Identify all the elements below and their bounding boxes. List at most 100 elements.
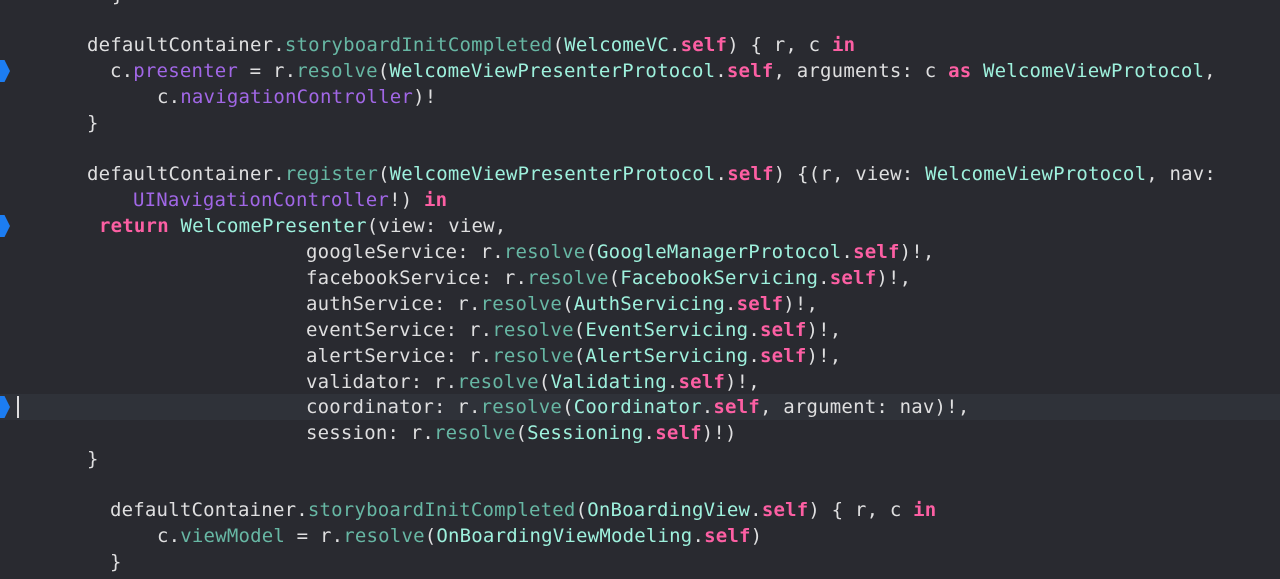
code-token: } <box>87 448 99 470</box>
code-token: . <box>643 422 656 444</box>
code-token: . <box>666 371 679 393</box>
code-token: , nav: <box>1146 163 1217 185</box>
code-line-content: session: r.resolve(Sessioning.self)!) <box>306 420 737 446</box>
code-token: FacebookServicing <box>620 267 819 289</box>
code-line[interactable]: c.navigationController)! <box>0 84 1280 110</box>
code-token: Validating <box>550 371 667 393</box>
code-line[interactable]: } <box>0 549 1280 575</box>
code-token: in <box>913 499 937 521</box>
code-line-content: c.viewModel = r.resolve(OnBoardingViewMo… <box>157 523 762 549</box>
code-token: )!, <box>806 319 842 341</box>
code-token: return <box>99 215 169 237</box>
code-token: self <box>726 60 774 82</box>
code-line[interactable]: c.viewModel = r.resolve(OnBoardingViewMo… <box>0 523 1280 549</box>
code-line[interactable]: googleService: r.resolve(GoogleManagerPr… <box>0 239 1280 265</box>
code-token: . <box>841 241 854 263</box>
breakpoint-icon[interactable] <box>0 60 10 82</box>
code-token: authService: r. <box>306 293 481 315</box>
code-token: self <box>680 34 728 56</box>
code-token: ( <box>575 499 588 521</box>
code-line[interactable]: validator: r.resolve(Validating.self)!, <box>0 369 1280 395</box>
code-token: ( <box>378 163 390 185</box>
code-line[interactable]: defaultContainer.register(WelcomeViewPre… <box>0 161 1280 187</box>
code-line-content: return WelcomePresenter(view: view, <box>99 213 506 239</box>
code-token: resolve <box>434 422 516 444</box>
code-token: AuthServicing <box>573 293 726 315</box>
code-token: . <box>692 525 705 547</box>
code-token: )!, <box>876 267 912 289</box>
code-token: ) { r, c <box>727 34 832 56</box>
code-line[interactable]: c.presenter = r.resolve(WelcomeViewPrese… <box>0 58 1280 84</box>
code-token: . <box>273 34 285 56</box>
code-line[interactable]: facebookService: r.resolve(FacebookServi… <box>0 265 1280 291</box>
code-line[interactable] <box>0 136 1280 162</box>
text-cursor <box>17 396 19 418</box>
code-token: . <box>715 163 728 185</box>
code-token: self <box>853 241 900 263</box>
code-token: } <box>110 551 122 573</box>
code-token: GoogleManagerProtocol <box>597 241 842 263</box>
code-line[interactable]: alertService: r.resolve(AlertServicing.s… <box>0 343 1280 369</box>
code-line[interactable]: defaultContainer.storyboardInitCompleted… <box>0 497 1280 523</box>
code-token: . <box>715 60 727 82</box>
code-line-content: c.presenter = r.resolve(WelcomeViewPrese… <box>110 58 1216 84</box>
code-token: !) <box>389 189 424 211</box>
code-token: ( <box>573 345 586 367</box>
breakpoint-icon[interactable] <box>0 215 10 237</box>
code-token <box>971 60 983 82</box>
closing-brace-fragment: } <box>112 0 123 6</box>
code-token: ( <box>585 241 597 263</box>
code-line-content: defaultContainer.storyboardInitCompleted… <box>87 32 855 58</box>
code-token: validator: r. <box>306 371 458 393</box>
code-token: = r. <box>238 60 297 82</box>
code-token: . <box>296 499 308 521</box>
code-line[interactable]: } <box>0 110 1280 136</box>
code-token: , arguments: c <box>773 60 949 82</box>
code-token: defaultContainer <box>87 163 274 185</box>
code-line[interactable]: defaultContainer.storyboardInitCompleted… <box>0 32 1280 58</box>
code-token: facebookService: r. <box>306 267 528 289</box>
code-token: self <box>759 345 807 367</box>
code-token: ( <box>562 396 574 418</box>
code-token: defaultContainer <box>87 34 274 56</box>
code-token: . <box>818 267 830 289</box>
code-line-content: eventService: r.resolve(EventServicing.s… <box>306 317 841 343</box>
code-line-content: UINavigationController!) in <box>133 187 447 213</box>
code-token: . <box>750 499 762 521</box>
code-token: storyboardInitCompleted <box>307 499 576 521</box>
code-token: resolve <box>480 293 563 315</box>
code-line-content: coordinator: r.resolve(Coordinator.self,… <box>306 394 969 420</box>
code-token: ( <box>573 319 586 341</box>
code-token: resolve <box>527 267 609 289</box>
code-token: self <box>713 396 760 418</box>
code-line[interactable]: session: r.resolve(Sessioning.self)!) <box>0 420 1280 446</box>
code-token <box>169 215 181 237</box>
code-token: googleService: r. <box>306 241 504 263</box>
code-token: resolve <box>492 345 574 367</box>
code-line[interactable]: } <box>0 446 1280 472</box>
breakpoint-icon[interactable] <box>0 396 10 418</box>
code-line-content: } <box>87 446 99 472</box>
code-line-content: facebookService: r.resolve(FacebookServi… <box>306 265 911 291</box>
code-token: self <box>704 525 751 547</box>
code-token: eventService: r. <box>306 319 493 341</box>
code-line-content: googleService: r.resolve(GoogleManagerPr… <box>306 239 935 265</box>
code-line[interactable]: eventService: r.resolve(EventServicing.s… <box>0 317 1280 343</box>
code-token: defaultContainer <box>110 499 297 521</box>
code-line[interactable]: authService: r.resolve(AuthServicing.sel… <box>0 291 1280 317</box>
code-token: . <box>701 396 714 418</box>
code-token: = r. <box>285 525 344 547</box>
code-token: . <box>273 163 285 185</box>
code-token: resolve <box>457 371 539 393</box>
code-token: AlertServicing <box>585 345 749 367</box>
code-line[interactable]: return WelcomePresenter(view: view, <box>0 213 1280 239</box>
code-token: ) <box>750 525 763 547</box>
code-token: viewModel <box>180 525 286 547</box>
code-line[interactable] <box>0 472 1280 498</box>
code-token: , <box>1204 60 1216 82</box>
code-line[interactable]: UINavigationController!) in <box>0 187 1280 213</box>
code-token: )!) <box>701 422 737 444</box>
code-token: Coordinator <box>573 396 702 418</box>
code-line[interactable]: coordinator: r.resolve(Coordinator.self,… <box>0 394 1280 420</box>
